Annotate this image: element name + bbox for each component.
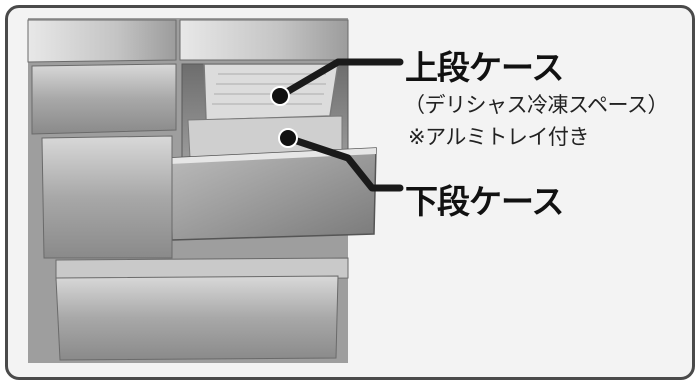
- upper-case-subtitle: （デリシャス冷凍スペース）: [404, 93, 668, 117]
- lower-case-callout-line: [284, 134, 404, 192]
- refrigerator-illustration: [27, 18, 404, 363]
- upper-left-drawer: [31, 63, 177, 135]
- upper-case-note: ※アルミトレイ付き: [408, 125, 589, 149]
- upper-case-label: 上段ケース: [405, 48, 564, 87]
- tray-grid: [212, 73, 326, 105]
- top-left-door: [27, 19, 177, 63]
- lower-case-label: 下段ケース: [405, 182, 564, 221]
- vegetable-drawer: [55, 275, 339, 361]
- upper-case-callout-line: [276, 58, 404, 100]
- top-right-door: [179, 19, 349, 61]
- diagram-frame: 上段ケース （デリシャス冷凍スペース） ※アルミトレイ付き 下段ケース: [5, 5, 695, 380]
- lower-case-callout-dot: [278, 128, 298, 148]
- upper-case-callout-dot: [270, 86, 290, 106]
- vegetable-drawer-handle: [55, 257, 349, 281]
- middle-left-drawer: [41, 135, 173, 259]
